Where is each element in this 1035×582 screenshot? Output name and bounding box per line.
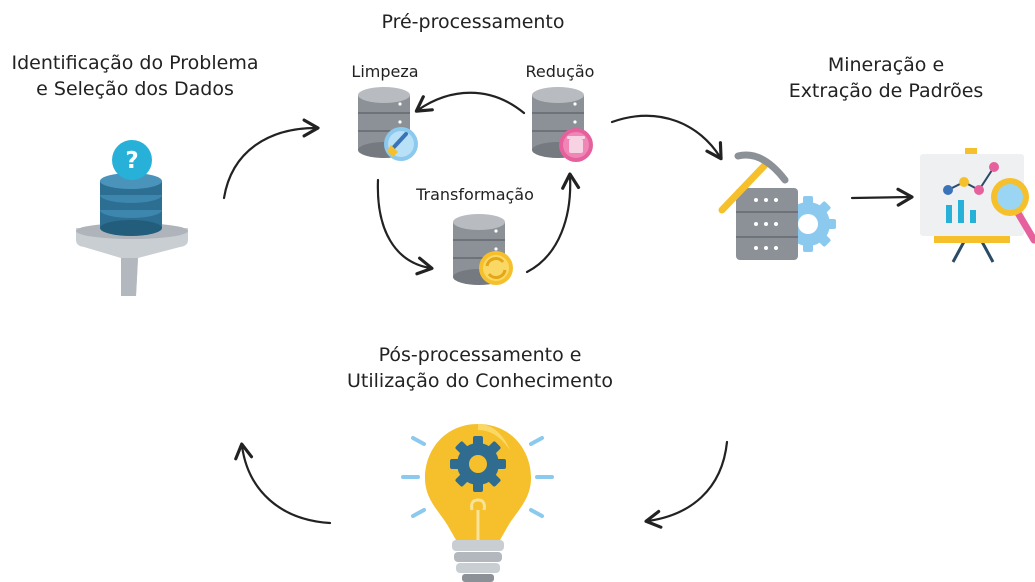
identification-title: Identificação do Problema e Seleção dos …: [0, 50, 270, 102]
arrow-patterns-to-postprocessing: [644, 440, 729, 529]
arrow-mining-to-patterns: [850, 187, 914, 207]
identification-line1: Identificação do Problema: [11, 52, 259, 74]
preprocessing-title: Pré-processamento: [381, 11, 565, 33]
database-broom-icon: [358, 87, 418, 161]
mining-line1: Mineração e: [827, 54, 945, 76]
postprocessing-title: Pós-processamento e Utilização do Conhec…: [330, 342, 630, 394]
mining-title: Mineração e Extração de Padrões: [770, 52, 1002, 104]
arrow-preprocessing-to-mining: [610, 114, 723, 161]
database-trash-icon: [532, 87, 593, 162]
transformation-label: Transformação: [416, 185, 534, 204]
database-cycle-icon: [453, 214, 513, 285]
lightbulb-gear-icon: [401, 424, 554, 582]
cleaning-label: Limpeza: [351, 62, 419, 81]
arrow-cleaning-to-transformation: [376, 178, 434, 276]
arrow-reduction-to-cleaning: [414, 91, 526, 115]
arrow-transformation-to-reduction: [525, 172, 581, 274]
arrow-postprocessing-to-identification: [234, 442, 332, 525]
postprocessing-line1: Pós-processamento e: [378, 344, 582, 366]
server-pickaxe-gear-icon: [718, 151, 836, 260]
presentation-board-magnifier-icon: [920, 148, 1035, 263]
arrow-identification-to-cleaning: [222, 118, 320, 200]
mining-line2: Extração de Padrões: [788, 80, 984, 102]
identification-line2: e Seleção dos Dados: [36, 78, 234, 100]
reduction-label: Redução: [525, 62, 595, 81]
postprocessing-line2: Utilização do Conhecimento: [347, 370, 613, 392]
funnel-database-question-icon: ?: [76, 140, 188, 296]
svg-text:?: ?: [125, 148, 138, 174]
